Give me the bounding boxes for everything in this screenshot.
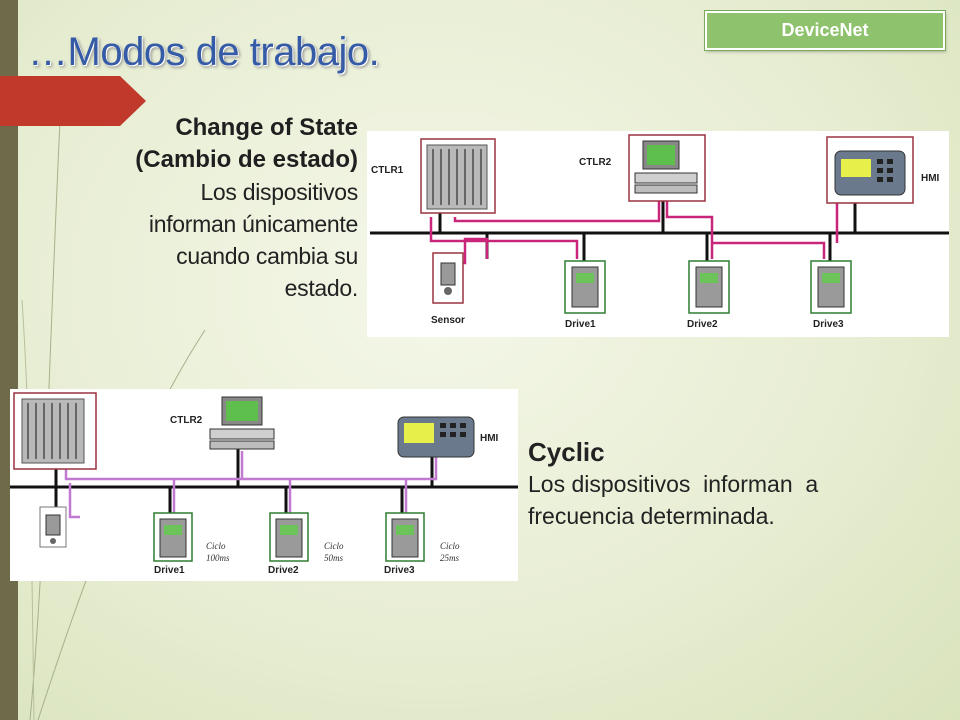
plc-rack-icon <box>420 138 496 214</box>
hmi-label: HMI <box>921 173 940 184</box>
drive1-label: Drive1 <box>154 565 185 576</box>
cycle-label: Ciclo <box>206 541 226 551</box>
bus-drops <box>438 197 857 261</box>
cycle-label: Ciclo <box>440 541 460 551</box>
drive-icon <box>564 260 606 314</box>
cyclic-text: Cyclic Los dispositivos informan a frecu… <box>528 436 908 532</box>
cycle-value: 25ms <box>440 553 459 563</box>
plc-rack-icon <box>13 392 97 470</box>
red-arrow-shape <box>0 76 146 126</box>
sensor-label: Sensor <box>431 315 465 326</box>
drive-icon <box>153 512 193 562</box>
ctlr2-label: CTLR2 <box>170 415 203 426</box>
hmi-panel-icon <box>397 416 475 458</box>
drive-icon <box>269 512 309 562</box>
sensor-icon <box>432 252 464 304</box>
drive-icon <box>385 512 425 562</box>
drive3-label: Drive3 <box>384 565 415 576</box>
drive2-label: Drive2 <box>687 319 718 330</box>
cyclic-body-line: frecuencia determinada. <box>528 503 775 529</box>
slide-title: …Modos de trabajo. <box>28 30 380 74</box>
cos-heading-line2: (Cambio de estado) <box>135 146 358 173</box>
cos-body-line: estado. <box>284 275 359 301</box>
cycle-label: Ciclo <box>324 541 344 551</box>
signal-paths <box>64 451 438 519</box>
change-of-state-text: Change of State (Cambio de estado) Los d… <box>38 112 358 304</box>
drive-icon <box>688 260 730 314</box>
cycle-value: 100ms <box>206 553 230 563</box>
cos-body-line: Los dispositivos <box>200 179 358 205</box>
change-of-state-diagram: CTLR1 CTLR2 HMI Sensor <box>367 131 949 337</box>
drive3-label: Drive3 <box>813 319 844 330</box>
cos-body-line: cuando cambia su <box>176 243 358 269</box>
computer-icon <box>628 134 706 202</box>
drive2-label: Drive2 <box>268 565 299 576</box>
cyclic-heading: Cyclic <box>528 437 605 467</box>
cyclic-body-line: Los dispositivos informan a <box>528 471 819 497</box>
hmi-label: HMI <box>480 433 499 444</box>
ctlr2-label: CTLR2 <box>579 157 612 168</box>
hmi-panel-icon <box>826 136 914 204</box>
cos-heading-line1: Change of State <box>175 114 358 141</box>
cycle-value: 50ms <box>324 553 343 563</box>
cos-body-line: informan únicamente <box>148 211 358 237</box>
drive-icon <box>810 260 852 314</box>
sensor-icon <box>39 506 67 548</box>
cyclic-diagram: CTLR2 HMI Drive1 Ciclo 100ms Drive2 Cicl… <box>10 389 518 581</box>
computer-icon <box>209 396 275 450</box>
devicenet-badge: DeviceNet <box>705 11 945 50</box>
drive1-label: Drive1 <box>565 319 596 330</box>
ctlr1-label: CTLR1 <box>371 165 404 176</box>
